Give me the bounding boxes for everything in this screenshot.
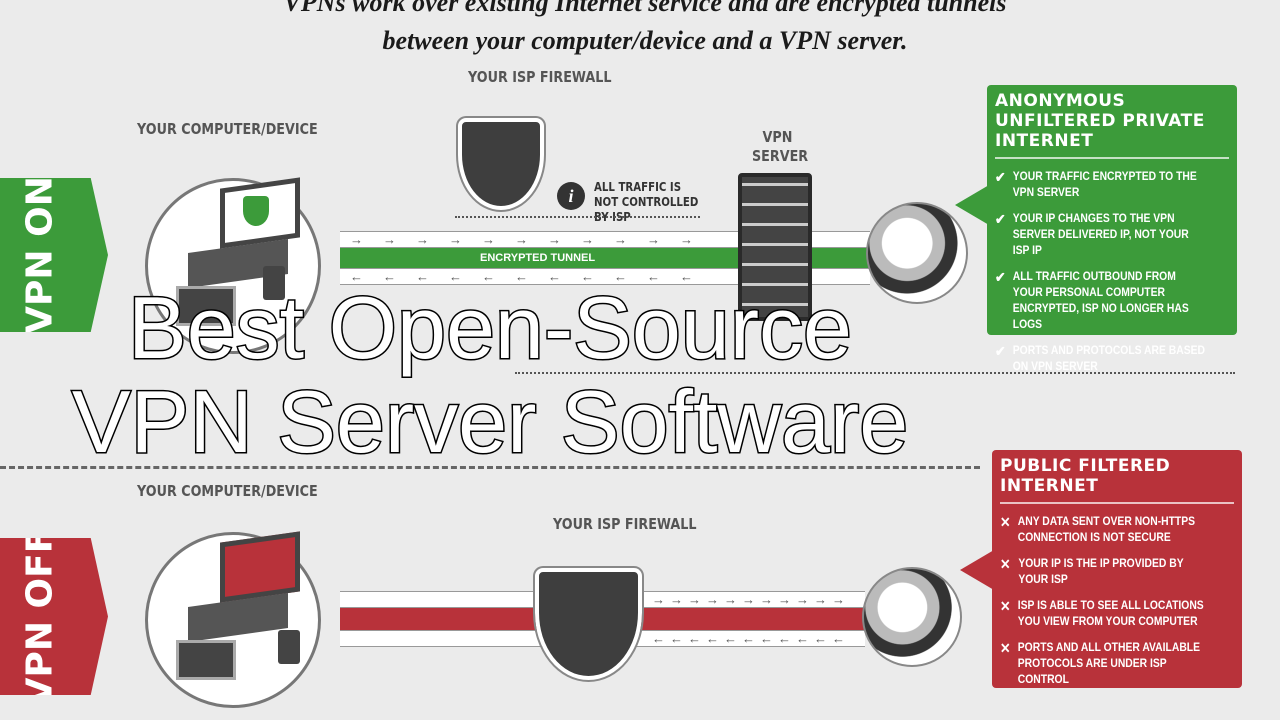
device-label: YOUR COMPUTER/DEVICE — [137, 482, 318, 500]
vpn-off-info-box: PUBLIC FILTERED INTERNET ✕ANY DATA SENT … — [992, 450, 1242, 688]
list-item: ✔PORTS AND PROTOCOLS ARE BASED ON VPN SE… — [995, 343, 1206, 373]
header-line-2: between your computer/device and a VPN s… — [382, 26, 908, 55]
tunnel-arrows-inbound: ←←←←←←←←←←← — [652, 631, 850, 646]
callout-pointer — [955, 185, 989, 225]
computer-device-icon — [145, 531, 321, 708]
vpn-server-icon — [738, 173, 812, 321]
list-item: ✕ANY DATA SENT OVER NON-HTTPS CONNECTION… — [1000, 514, 1196, 544]
section-separator — [0, 466, 980, 469]
vpn-server-label: VPN SERVER — [752, 128, 809, 165]
computer-device-icon — [145, 177, 321, 354]
firewall-label: YOUR ISP FIREWALL — [468, 68, 612, 86]
encrypted-tunnel: ENCRYPTED TUNNEL — [340, 248, 870, 268]
firewall-label: YOUR ISP FIREWALL — [553, 515, 697, 533]
vpn-off-banner: VPN OFF — [0, 538, 108, 695]
vpn-on-banner: VPN ON — [0, 178, 108, 332]
overlay-title-line-1: Best Open-Source — [127, 278, 854, 377]
divider — [455, 216, 700, 218]
list-item: ✕ISP IS ABLE TO SEE ALL LOCATIONS YOU VI… — [1000, 598, 1204, 628]
tunnel-arrows-outbound: →→→→→→→→→→→ — [350, 232, 713, 247]
device-label: YOUR COMPUTER/DEVICE — [137, 120, 318, 138]
info-icon: i — [557, 182, 585, 210]
overlay-title-line-2: VPN Server Software — [70, 372, 909, 471]
list-item: ✔ALL TRAFFIC OUTBOUND FROM YOUR PERSONAL… — [995, 269, 1189, 331]
callout-pointer — [960, 550, 994, 590]
header-line-1: VPNs work over existing Internet service… — [283, 0, 1007, 17]
globe-icon — [862, 567, 962, 667]
globe-icon — [866, 202, 968, 304]
list-item: ✕YOUR IP IS THE IP PROVIDED BY YOUR ISP — [1000, 556, 1184, 586]
tunnel-lane-outbound — [340, 231, 870, 248]
box-title: PUBLIC FILTERED INTERNET — [1000, 456, 1234, 504]
tunnel-arrows-inbound: ←←←←←←←←←←← — [350, 269, 713, 284]
tunnel-label: ENCRYPTED TUNNEL — [480, 252, 596, 264]
firewall-shield-icon — [533, 566, 644, 682]
shield-icon — [243, 196, 269, 226]
tunnel-arrows-outbound: →→→→→→→→→→→ — [652, 592, 850, 607]
firewall-shield-icon — [456, 116, 546, 212]
tunnel-lane-inbound — [340, 268, 870, 285]
list-item: ✔YOUR IP CHANGES TO THE VPN SERVER DELIV… — [995, 211, 1189, 257]
list-item: ✔YOUR TRAFFIC ENCRYPTED TO THE VPN SERVE… — [995, 169, 1197, 199]
vpn-on-info-box: ANONYMOUS UNFILTERED PRIVATE INTERNET ✔Y… — [987, 85, 1237, 373]
box-title: ANONYMOUS UNFILTERED PRIVATE INTERNET — [995, 91, 1229, 159]
list-item: ✕PORTS AND ALL OTHER AVAILABLE PROTOCOLS… — [1000, 640, 1201, 686]
divider — [515, 372, 1235, 374]
info-text: ALL TRAFFIC IS NOT CONTROLLED BY ISP — [594, 180, 699, 224]
